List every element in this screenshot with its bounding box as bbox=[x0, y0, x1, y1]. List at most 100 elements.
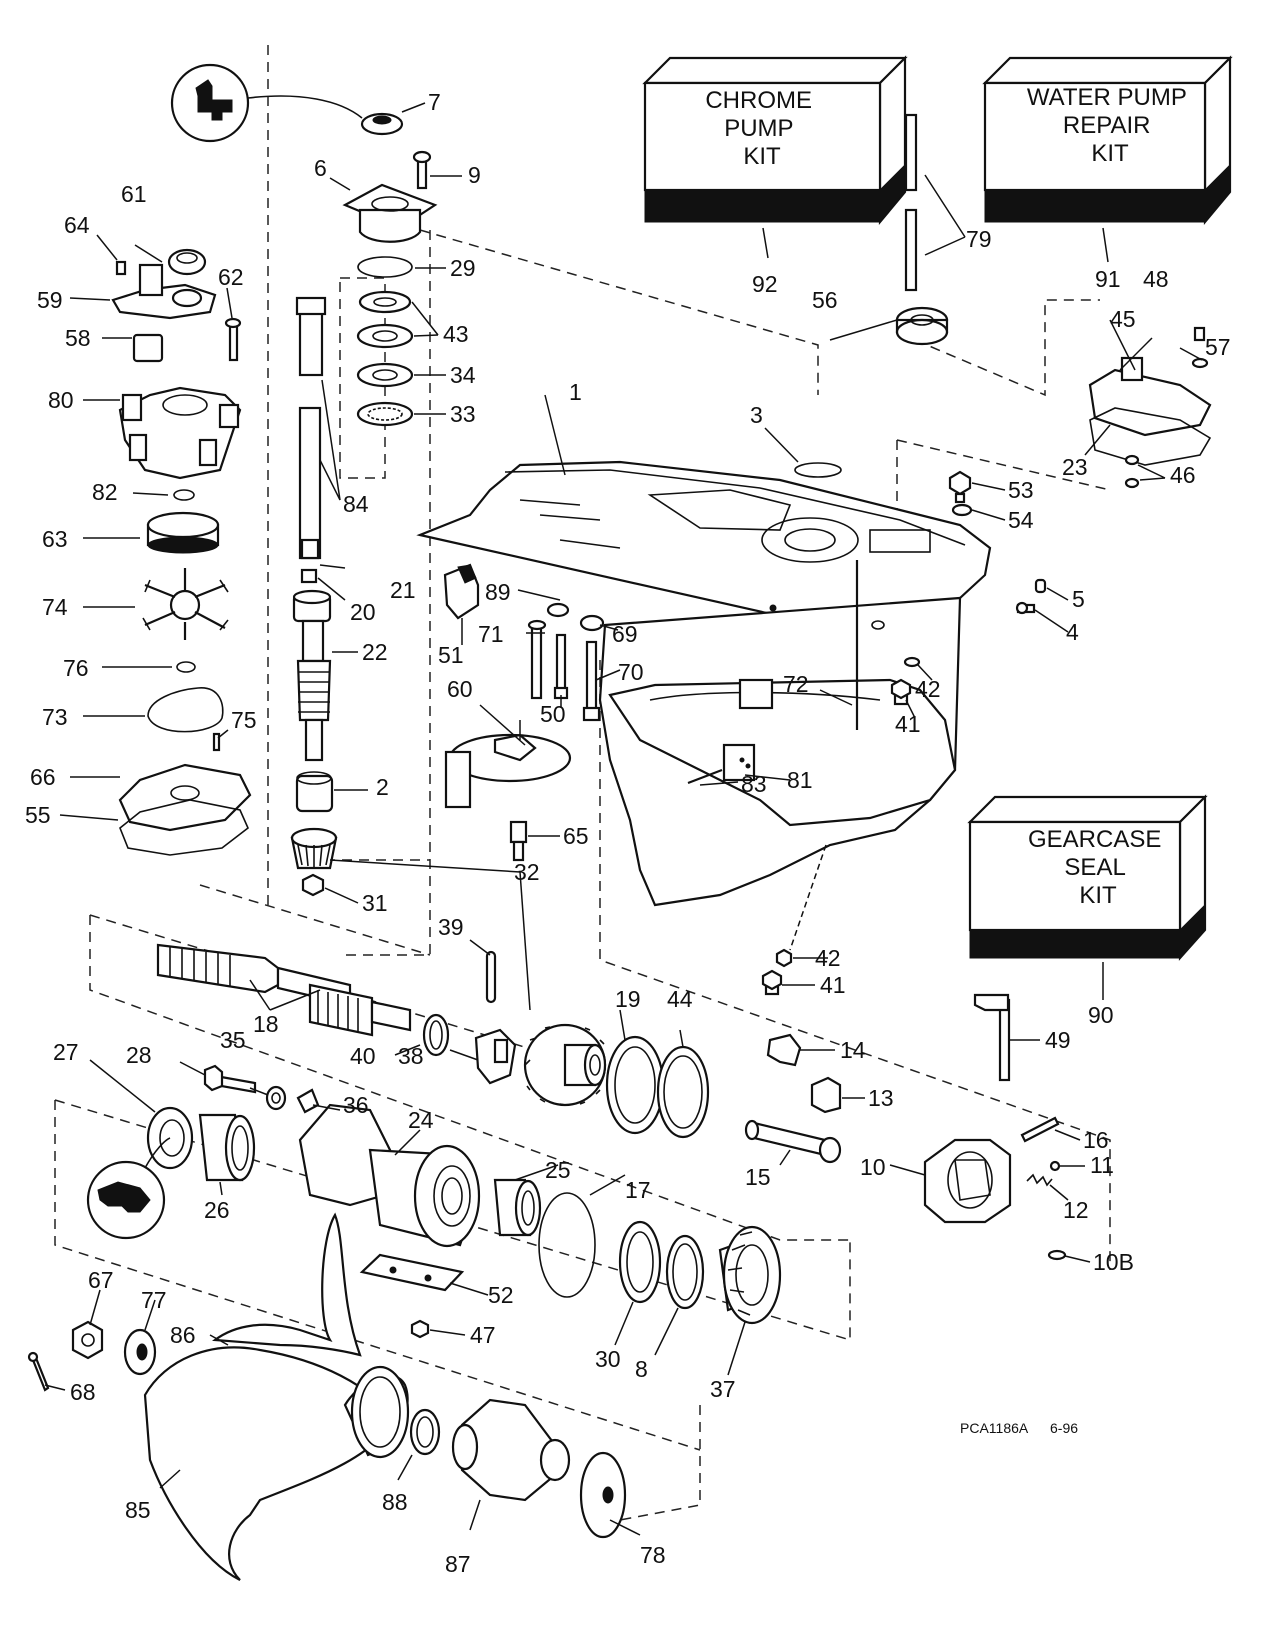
part-label: 32 bbox=[514, 859, 540, 885]
part-label: 46 bbox=[1170, 462, 1196, 488]
part-label: 3 bbox=[750, 402, 763, 428]
leader-lines bbox=[44, 102, 1203, 1536]
part-label: 91 bbox=[1095, 266, 1121, 292]
part-label: 63 bbox=[42, 526, 68, 552]
part-label: 77 bbox=[141, 1287, 167, 1313]
part-label: 33 bbox=[450, 401, 476, 427]
part-label: 78 bbox=[640, 1542, 666, 1568]
part-label: 48 bbox=[1143, 266, 1169, 292]
kit-line: REPAIR bbox=[1063, 112, 1151, 139]
part-label: 75 bbox=[231, 707, 257, 733]
part-label: 36 bbox=[343, 1092, 369, 1118]
center-parts bbox=[443, 462, 859, 862]
part-label: 67 bbox=[88, 1267, 114, 1293]
part-label: 81 bbox=[787, 767, 813, 793]
part-label: 92 bbox=[752, 271, 778, 297]
gearcase-seal-kit-text: GEARCASE SEAL KIT bbox=[1028, 826, 1168, 909]
part-label: 43 bbox=[443, 321, 469, 347]
part-label: 50 bbox=[540, 701, 566, 727]
part-label: 24 bbox=[408, 1107, 434, 1133]
part-label: 10 bbox=[860, 1154, 886, 1180]
part-label: 66 bbox=[30, 764, 56, 790]
water-pump-stack bbox=[111, 63, 363, 856]
part-label: 69 bbox=[612, 621, 638, 647]
driveshaft-stack bbox=[290, 112, 438, 897]
part-label: 10B bbox=[1093, 1249, 1134, 1275]
part-label: 83 bbox=[741, 771, 767, 797]
part-label: 80 bbox=[48, 387, 74, 413]
shift-mechanism bbox=[744, 1033, 1067, 1261]
propeller-parts bbox=[27, 1212, 627, 1581]
part-label: 85 bbox=[125, 1497, 151, 1523]
part-label: 61 bbox=[121, 181, 147, 207]
part-label: 28 bbox=[126, 1042, 152, 1068]
part-label: 7 bbox=[428, 89, 441, 115]
part-label: 23 bbox=[1062, 454, 1088, 480]
part-label: 87 bbox=[445, 1551, 471, 1577]
part-label: 64 bbox=[64, 212, 90, 238]
diagram-date-text: 6-96 bbox=[1050, 1420, 1078, 1436]
part-label: 62 bbox=[218, 264, 244, 290]
kit-line: KIT bbox=[1079, 882, 1117, 909]
part-label: 71 bbox=[478, 621, 504, 647]
part-label: 59 bbox=[37, 287, 63, 313]
part-label: 89 bbox=[485, 579, 511, 605]
part-label: 27 bbox=[53, 1039, 79, 1065]
part-label: 4 bbox=[1066, 619, 1079, 645]
part-label: 70 bbox=[618, 659, 644, 685]
part-label: 52 bbox=[488, 1282, 514, 1308]
part-label: 90 bbox=[1088, 1002, 1114, 1028]
part-label: 38 bbox=[398, 1043, 424, 1069]
part-label: 54 bbox=[1008, 507, 1034, 533]
kit-line: SEAL bbox=[1064, 854, 1125, 881]
part-label: 2 bbox=[376, 774, 389, 800]
diagram-code: PCA1186A 6-96 bbox=[960, 1420, 1078, 1436]
chrome-pump-kit-box: CHROME PUMP KIT bbox=[642, 55, 908, 259]
part-label: 73 bbox=[42, 704, 68, 730]
part-label: 22 bbox=[362, 639, 388, 665]
water-pump-repair-kit-box: WATER PUMP REPAIR KIT bbox=[982, 55, 1233, 263]
part-label: 26 bbox=[204, 1197, 230, 1223]
part-label: 60 bbox=[447, 676, 473, 702]
part-label: 13 bbox=[868, 1085, 894, 1111]
part-label: 25 bbox=[545, 1157, 571, 1183]
part-label: 35 bbox=[220, 1027, 246, 1053]
part-label: 74 bbox=[42, 594, 68, 620]
kit-line: WATER PUMP bbox=[1027, 84, 1187, 111]
part-label: 82 bbox=[92, 479, 118, 505]
part-label: 29 bbox=[450, 255, 476, 281]
part-label: 14 bbox=[840, 1037, 866, 1063]
propshaft-parts bbox=[156, 943, 710, 1139]
chrome-pump-kit-text: CHROME PUMP KIT bbox=[705, 87, 818, 170]
kit-line: PUMP bbox=[724, 115, 793, 142]
part-label: 6 bbox=[314, 155, 327, 181]
part-label: 19 bbox=[615, 986, 641, 1012]
part-label: 1 bbox=[569, 379, 582, 405]
part-label: 21 bbox=[390, 577, 416, 603]
part-label: 41 bbox=[895, 711, 921, 737]
part-label: 76 bbox=[63, 655, 89, 681]
part-label: 56 bbox=[812, 287, 838, 313]
part-label: 58 bbox=[65, 325, 91, 351]
diagram-code-text: PCA1186A bbox=[960, 1420, 1029, 1436]
part-label: 57 bbox=[1205, 334, 1231, 360]
part-label: 39 bbox=[438, 914, 464, 940]
part-label: 86 bbox=[170, 1322, 196, 1348]
kit-line: KIT bbox=[743, 143, 781, 170]
part-label: 37 bbox=[710, 1376, 736, 1402]
part-label: 51 bbox=[438, 642, 464, 668]
part-label: 72 bbox=[783, 671, 809, 697]
part-label: 18 bbox=[253, 1011, 279, 1037]
part-label: 5 bbox=[1072, 586, 1085, 612]
part-label: 15 bbox=[745, 1164, 771, 1190]
part-label: 16 bbox=[1083, 1127, 1109, 1153]
part-labels: 1 2 3 4 5 6 7 8 9 10 10B 11 12 13 14 15 … bbox=[25, 89, 1231, 1577]
part-label: 49 bbox=[1045, 1027, 1071, 1053]
part-label: 20 bbox=[350, 599, 376, 625]
part-label: 42 bbox=[815, 945, 841, 971]
part-label: 17 bbox=[625, 1177, 651, 1203]
part-label: 9 bbox=[468, 162, 481, 188]
gearcase-seal-kit-box: GEARCASE SEAL KIT bbox=[967, 794, 1208, 1000]
part-label: 44 bbox=[667, 986, 693, 1012]
part-label: 30 bbox=[595, 1346, 621, 1372]
